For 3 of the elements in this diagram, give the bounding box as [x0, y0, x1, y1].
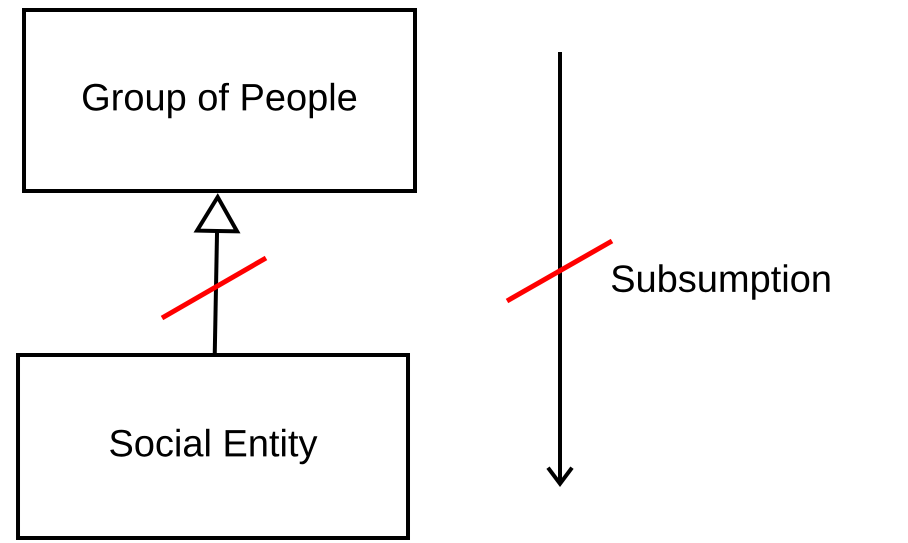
label: Subsumption — [612, 264, 830, 300]
box: Social Entity — [16, 353, 410, 540]
box: Group of People — [22, 8, 417, 193]
